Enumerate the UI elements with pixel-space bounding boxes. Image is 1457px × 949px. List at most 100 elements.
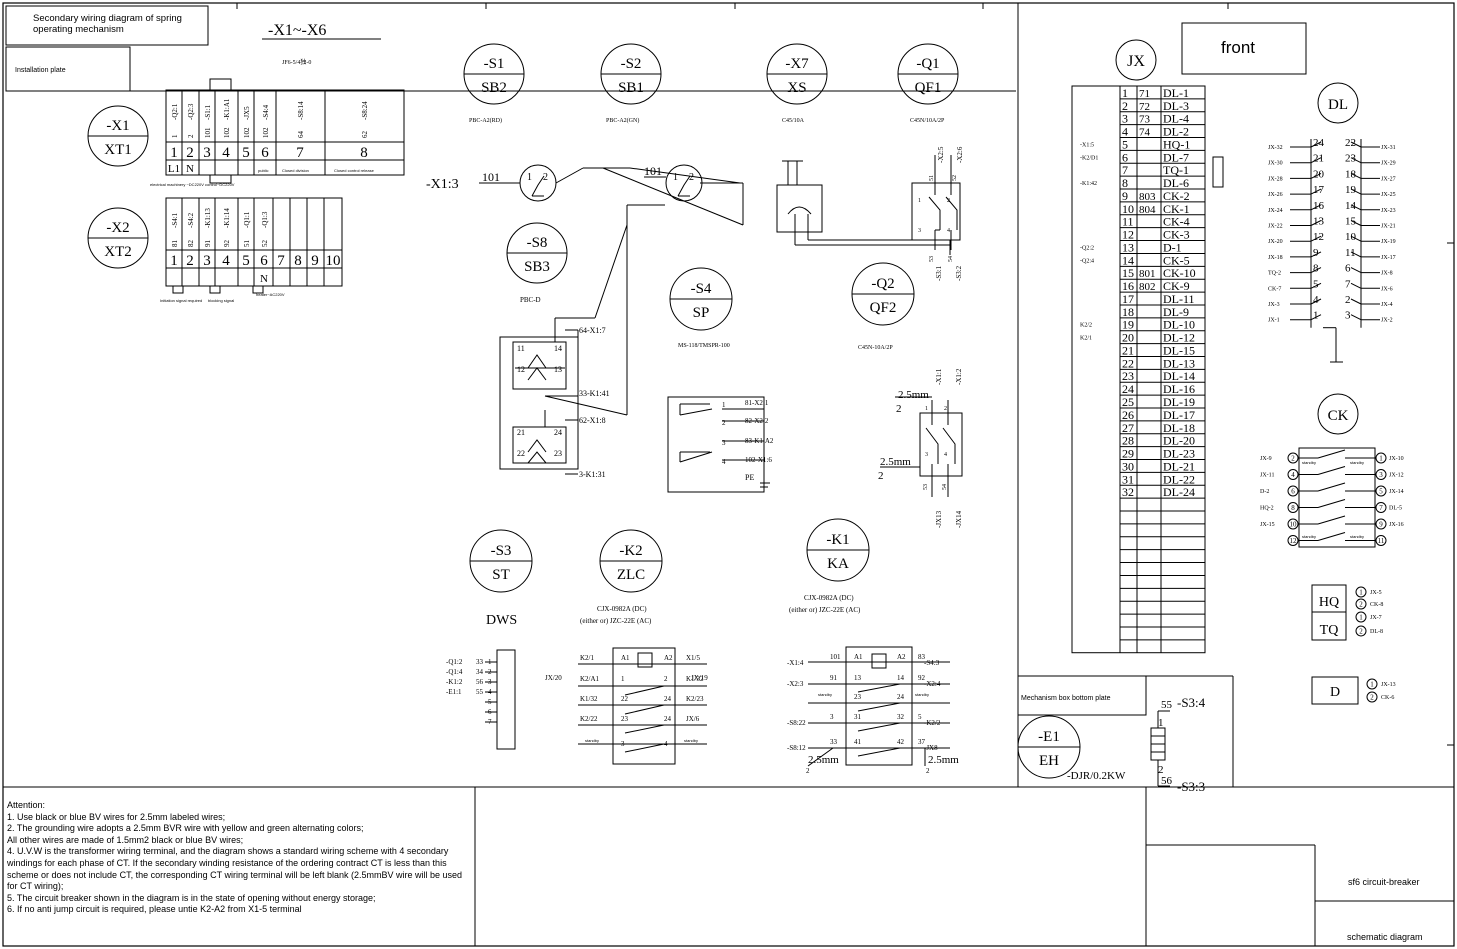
ck-contact <box>1317 466 1346 475</box>
k2-side-label: JX/19 <box>691 674 708 682</box>
ck-standby-label: standby <box>1302 534 1316 539</box>
jx-terminal-number: 3 <box>1122 112 1128 126</box>
jx-destination: DL-21 <box>1163 459 1195 473</box>
jx-destination: CK-3 <box>1163 228 1190 242</box>
q2-contact: 54 <box>942 484 948 490</box>
dl-right-label: JX-27 <box>1381 176 1396 182</box>
k1-wire-number: 92 <box>918 674 926 682</box>
dl-contact-number: 10 <box>1345 231 1357 243</box>
s1-name: SB2 <box>481 80 507 96</box>
k2-wire-label: K2/A1 <box>580 675 600 683</box>
k2-relay-block <box>578 647 707 765</box>
component-k2: -K2 ZLC CJX-0982A (DC) (either or) JZC-2… <box>580 529 663 625</box>
xt2-terminal-number: 6 <box>260 253 268 269</box>
ck-contact <box>1317 449 1346 459</box>
xt1-wire-number: 1 <box>171 134 179 138</box>
dl-contact <box>1310 235 1322 242</box>
jx-wire-number: 73 <box>1139 114 1151 126</box>
x1-name: XT1 <box>104 142 132 158</box>
jx-wire-number: 804 <box>1139 204 1156 216</box>
jx-destination: DL-19 <box>1163 395 1195 409</box>
q1-contact: 3 <box>918 228 921 234</box>
xt2-terminal-number: 1 <box>170 253 178 269</box>
k2-wire-label: X1/5 <box>686 654 701 662</box>
dl-contact <box>1350 251 1362 258</box>
k2-contact: 23 <box>621 715 629 723</box>
k1-relay-block <box>807 646 950 767</box>
q1-contact: 53 <box>929 256 935 262</box>
q1-model: C45N/10A/2P <box>910 118 945 124</box>
k1-model: CJX-0982A (DC) <box>804 594 854 602</box>
note-line: 5. The circuit breaker shown in the diag… <box>7 892 376 903</box>
q1-contact: 4 <box>947 228 950 234</box>
k1-contact: 31 <box>854 713 862 721</box>
k1-wire-label: -S8:12 <box>787 744 806 752</box>
dl-contact-number: 23 <box>1345 153 1357 165</box>
ck-tag: CK <box>1328 408 1349 424</box>
dl-contact <box>1350 220 1362 226</box>
dl-contact-number: 4 <box>1313 294 1319 306</box>
k1-wire-label: -K2/2 <box>924 719 941 727</box>
s1-c1: 1 <box>527 172 532 183</box>
note-line: All other wires are made of 1.5mm2 black… <box>7 834 244 845</box>
s8-wire-label: 62-X1:8 <box>579 416 606 425</box>
x7-name: XS <box>787 80 806 96</box>
ck-terminal-number: 12 <box>1290 537 1298 545</box>
s3-wire-label: -K1:2 <box>446 678 463 686</box>
hq-tq-terminal-number: 2 <box>1359 601 1363 609</box>
s8-contact: 24 <box>554 428 562 437</box>
dl-right-label: JX-29 <box>1381 161 1396 167</box>
title-line1: Secondary wiring diagram of spring <box>33 13 182 24</box>
s4-pe-label: PE <box>745 473 754 482</box>
tq-label: TQ <box>1320 623 1339 638</box>
xt1-wire-number: 102 <box>262 127 270 138</box>
s1-ref: -X1:3 <box>426 177 459 192</box>
jx-wire-number: 71 <box>1139 88 1150 100</box>
k1-contact: 24 <box>897 693 905 701</box>
k2-name: ZLC <box>617 567 645 583</box>
ck-terminal-number: 11 <box>1378 537 1385 545</box>
component-e1: -E1 EH -DJR/0.2KW <box>1017 715 1126 782</box>
component-dl: DL <box>1317 82 1359 124</box>
k1-wire-number: 3 <box>830 713 834 721</box>
notes-heading: Attention: <box>7 800 46 810</box>
dl-contact <box>1350 157 1362 164</box>
jx-source-label: -K1:42 <box>1080 181 1097 187</box>
s8-contact: 21 <box>517 428 525 437</box>
s4-wire-label: 83-K1:A2 <box>745 437 774 445</box>
k2-contact: 4 <box>664 740 668 748</box>
k1-wire-size: 2.5mm <box>808 754 839 766</box>
dl-contact-number: 22 <box>1345 137 1356 149</box>
k2-contact: 3 <box>621 740 625 748</box>
s3-pin: 5 <box>488 698 492 706</box>
d-terminal-number: 1 <box>1370 681 1374 689</box>
q2-wire-size: 2.5mm <box>880 456 911 468</box>
dl-contact-number: 7 <box>1345 278 1351 290</box>
jx-destination: DL-12 <box>1163 331 1195 345</box>
xt2-wire-label: -K1:14 <box>223 208 231 228</box>
q2-model: C45N-10A/2P <box>858 345 893 351</box>
k2-contact: A1 <box>621 654 630 662</box>
s2-c2: 2 <box>689 172 694 183</box>
ck-left-label: JX-15 <box>1260 522 1275 528</box>
x2-name: XT2 <box>104 244 132 260</box>
e1-wire-number: 56 <box>1161 775 1173 787</box>
s8-contact: 13 <box>554 365 562 374</box>
k2-tag: -K2 <box>619 543 642 559</box>
s8-contact: 22 <box>517 449 525 458</box>
xt2-wire-number: 81 <box>171 240 179 248</box>
k2-contact: 24 <box>664 695 672 703</box>
ck-terminal-number: 1 <box>1379 455 1383 463</box>
xt1-bottom-label: control~DC220V <box>205 182 235 187</box>
xt1-wire-number: 102 <box>243 127 251 138</box>
e1-wire-label: -S3:4 <box>1177 695 1206 710</box>
jx-wire-number: 801 <box>1139 268 1156 280</box>
ck-terminal-number: 5 <box>1379 488 1383 496</box>
s2-model: PBC-A2(GN) <box>606 117 639 124</box>
x7-model: C45/10A <box>782 118 805 124</box>
e1-heater-symbol <box>1150 710 1170 787</box>
xt1-labels: -Q2:1-Q2:3-S1:1-K1:A1-JX5-S4:4-S8:14-S8:… <box>150 98 375 187</box>
dl-contact <box>1310 172 1322 179</box>
